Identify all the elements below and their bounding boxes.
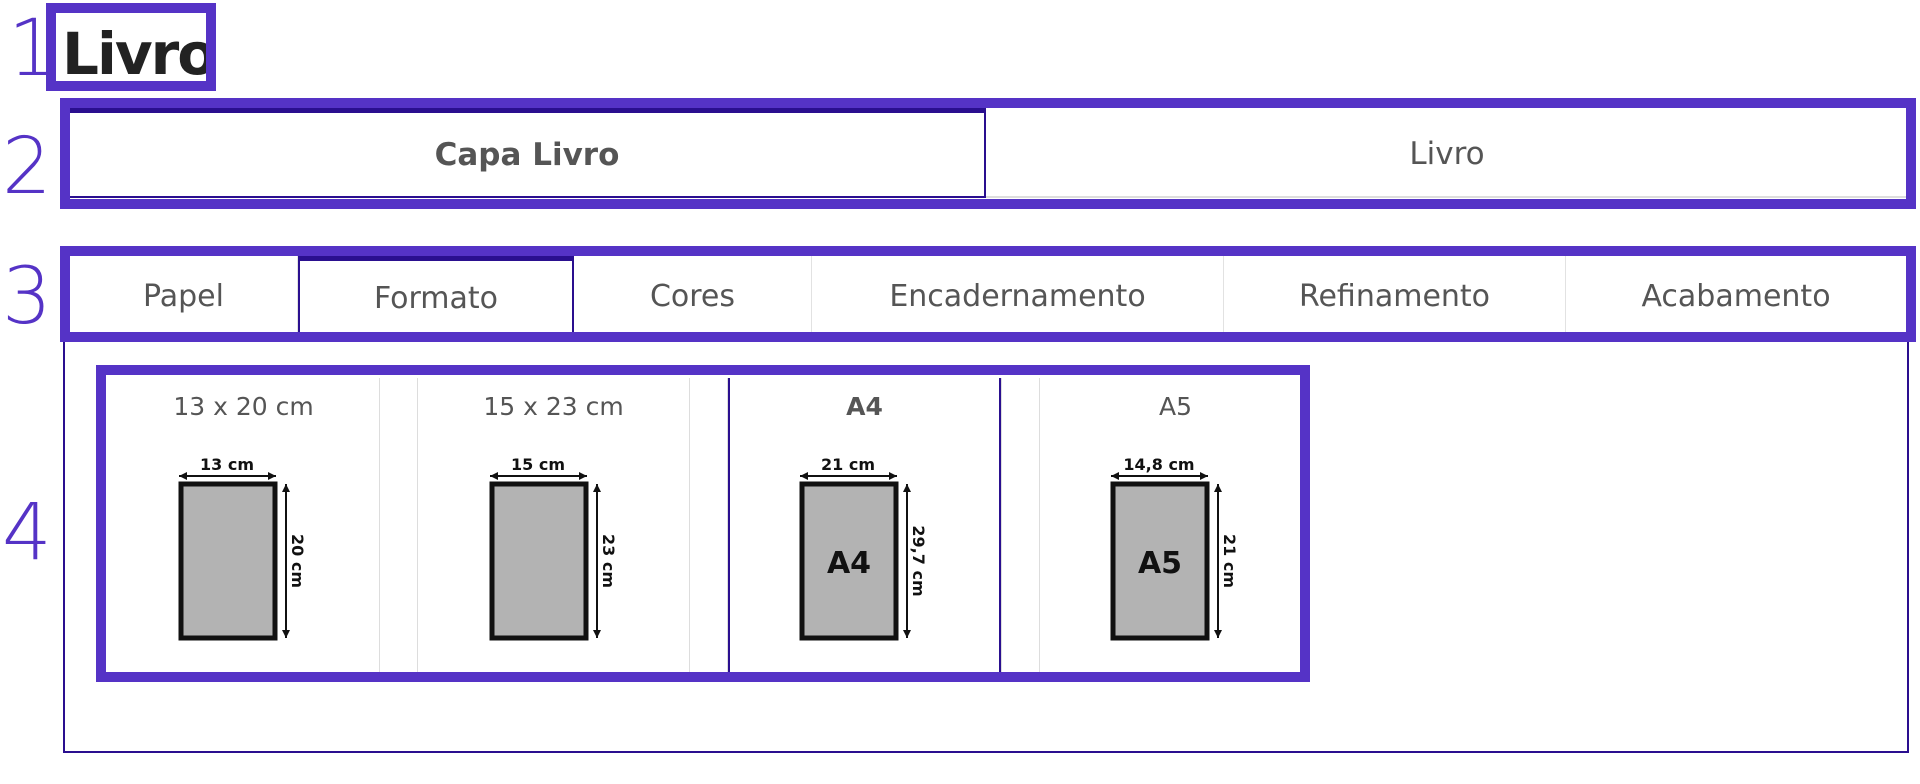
height-label: 21 cm	[1220, 534, 1239, 588]
height-label: 23 cm	[599, 534, 618, 588]
format-option-a4[interactable]: A4 21 cm A4 29,7 cm	[728, 378, 1001, 674]
format-separator	[1001, 378, 1040, 674]
annotation-box-3	[60, 246, 1916, 342]
page-shape	[799, 481, 899, 641]
page-shape	[178, 481, 278, 641]
page-inner-label: A4	[827, 546, 871, 581]
annotation-number-2: 2	[2, 122, 52, 212]
format-label: 15 x 23 cm	[483, 392, 624, 421]
annotation-box-2	[60, 98, 1916, 209]
annotation-number-3: 3	[2, 252, 52, 342]
tab-papel[interactable]: Papel	[70, 256, 298, 336]
annotation-number-4: 4	[2, 488, 52, 578]
page-inner-label: A5	[1138, 546, 1182, 581]
tab-acabamento[interactable]: Acabamento	[1641, 278, 1831, 314]
width-label: 14,8 cm	[1123, 455, 1194, 474]
annotation-box-1	[46, 3, 216, 91]
width-label: 15 cm	[511, 455, 565, 474]
page-title: Livro	[62, 20, 217, 88]
format-options: 13 x 20 cm 13 cm 20 cm 15 x 23 cm 15 cm	[108, 378, 1314, 674]
format-diagram-15x23: 15 cm 23 cm	[489, 455, 618, 641]
format-label: A4	[846, 392, 883, 421]
format-option-15x23[interactable]: 15 x 23 cm 15 cm 23 cm	[418, 378, 689, 674]
format-option-a5[interactable]: A5 14,8 cm A5 21 cm	[1040, 378, 1311, 674]
format-panel	[63, 336, 1909, 753]
height-label: 20 cm	[288, 534, 307, 588]
tab-formato[interactable]: Formato	[298, 256, 574, 336]
format-diagram-a5: 14,8 cm A5 21 cm	[1110, 455, 1239, 641]
tab-capa-livro[interactable]: Capa Livro	[68, 106, 986, 198]
page-shape	[1110, 481, 1210, 641]
height-label: 29,7 cm	[909, 525, 928, 596]
tab-cores[interactable]: Cores	[574, 256, 812, 336]
page-shape	[489, 481, 589, 641]
width-label: 13 cm	[200, 455, 254, 474]
annotation-box-4	[96, 365, 1310, 682]
format-separator	[689, 378, 728, 674]
format-label: 13 x 20 cm	[173, 392, 314, 421]
width-label: 21 cm	[821, 455, 875, 474]
tab-livro[interactable]: Livro	[986, 106, 1908, 198]
format-option-13x20[interactable]: 13 x 20 cm 13 cm 20 cm	[108, 378, 379, 674]
format-label: A5	[1158, 392, 1192, 421]
format-diagram-a4: 21 cm A4 29,7 cm	[799, 455, 928, 641]
tab-refinamento[interactable]: Refinamento	[1224, 256, 1566, 336]
main-tabs: Capa Livro Livro	[68, 106, 1908, 198]
tab-encadernamento[interactable]: Encadernamento	[812, 256, 1224, 336]
format-separator	[379, 378, 418, 674]
format-diagram-13x20: 13 cm 20 cm	[178, 455, 307, 641]
